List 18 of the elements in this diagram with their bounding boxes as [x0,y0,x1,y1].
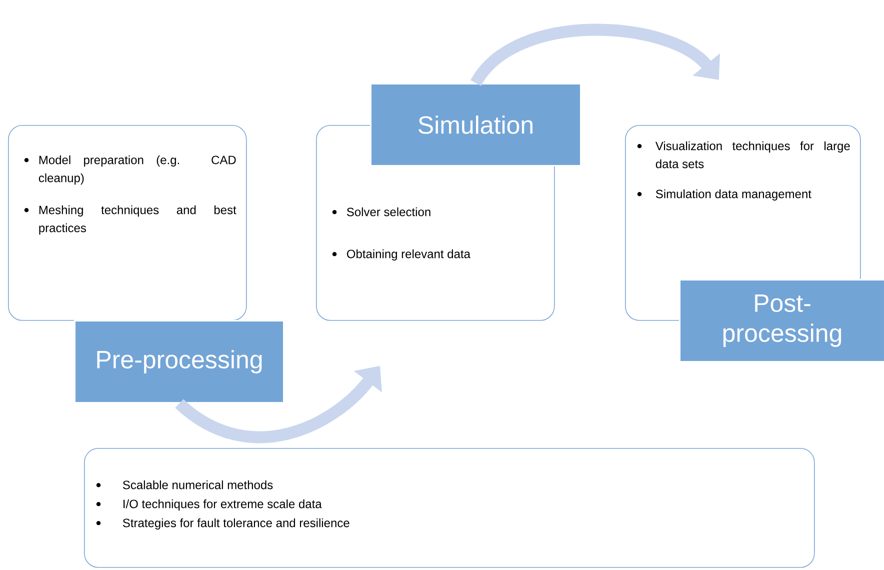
bullet-text: Strategies for fault tolerance and resilience [122,518,350,530]
bullet-text: Scalable numerical methods [122,480,273,490]
heading-text: Post-processing [723,294,842,347]
heading-text: Pre-processing [97,350,262,374]
rounded-box [84,448,815,568]
heading-box [679,279,884,362]
heading-box [370,83,582,166]
bullet-text: Simulation data management [656,189,812,201]
bullet-text: I/O techniques for extreme scale data [124,499,322,511]
bullet-text: Obtaining relevant data [346,249,470,261]
heading-text: Simulation [418,116,532,134]
bullet-text: Meshing techniques and best practices [39,205,236,235]
curved-arrow [470,24,720,87]
heading-box [74,320,284,404]
bullet-text: Solver selection [346,207,430,216]
bullet-text: Model preparation (e.g. CAD cleanup) [38,155,236,185]
bullet-text: Visualization techniques for large data sets [655,141,850,168]
rounded-box [8,125,247,321]
